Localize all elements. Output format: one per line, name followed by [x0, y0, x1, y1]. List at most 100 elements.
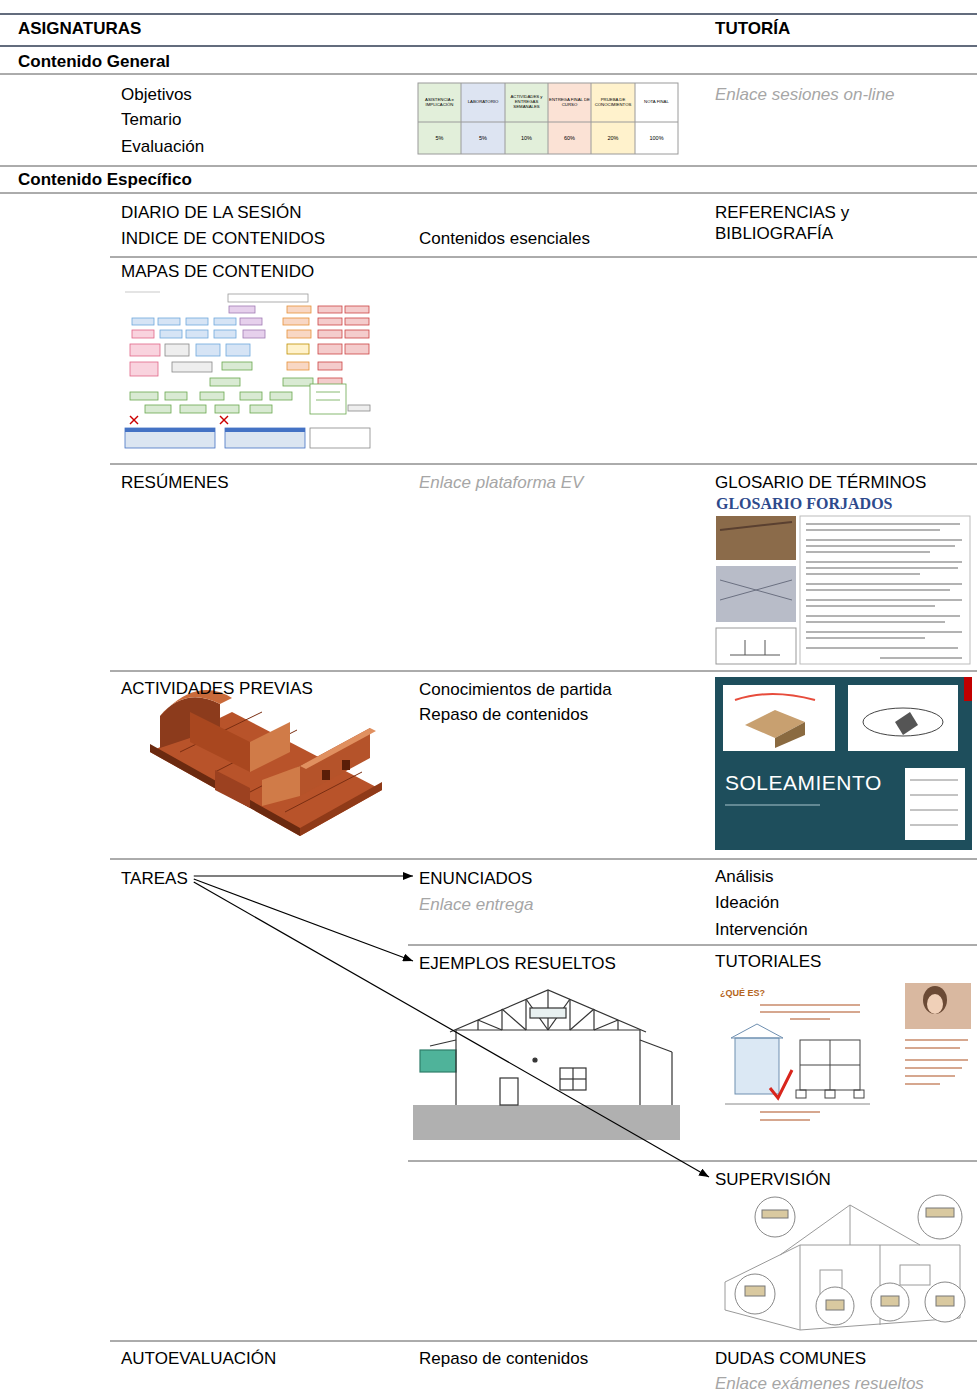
section-drawing [617, 1020, 618, 1030]
content-map [132, 318, 154, 325]
supervision-drawing [745, 1208, 954, 1310]
item-label: Temario [121, 109, 181, 130]
content-map [196, 344, 220, 356]
section-drawing [455, 1030, 456, 1105]
content-map [125, 428, 215, 448]
solar-slide [910, 780, 958, 825]
tutorial-thumbnail [796, 1090, 806, 1098]
supervision-drawing [735, 1195, 965, 1325]
section-drawing [560, 1078, 586, 1079]
table-rule [0, 193, 977, 194]
glossary-sheet [806, 637, 925, 638]
content-map [318, 330, 342, 338]
section-drawing [671, 1052, 672, 1105]
solar-slide [910, 810, 958, 811]
supervision-drawing [871, 1283, 909, 1321]
section-drawing [533, 1058, 537, 1062]
glossary-sheet [806, 583, 962, 584]
glossary-sheet [806, 589, 950, 590]
content-map [214, 330, 236, 338]
tutorial-thumbnail [825, 1090, 835, 1098]
glossary-sheet [806, 551, 930, 552]
solar-slide [910, 825, 958, 826]
tutorial-thumbnail [760, 1111, 820, 1112]
tutorial-thumbnail [905, 1059, 968, 1060]
tutorial-thumbnail [770, 1070, 792, 1098]
section-drawing [594, 1020, 618, 1030]
glossary-sheet [880, 657, 962, 658]
building-model [150, 690, 382, 836]
content-map [250, 405, 272, 413]
supervision-drawing [826, 1300, 844, 1310]
tutorial-thumbnail [905, 1047, 960, 1048]
solar-slide [775, 722, 805, 748]
item-label: GLOSARIO DE TÉRMINOS [715, 472, 926, 493]
content-map [283, 378, 313, 386]
section-drawing [526, 999, 548, 1030]
arrow-connector [194, 882, 709, 1177]
content-map [125, 292, 370, 448]
tutorial-thumbnail [731, 1024, 783, 1038]
glossary-sheet [720, 580, 792, 600]
content-map [310, 428, 370, 448]
content-map [225, 428, 305, 432]
content-map [130, 416, 138, 424]
table-rule [110, 257, 977, 258]
text-node: ENUNCIADOSEnlace entrega [415, 864, 537, 920]
grading-table [505, 83, 548, 154]
table-cell: 100% [635, 122, 678, 154]
item-label: AUTOEVALUACIÓN [121, 1348, 276, 1369]
content-map [165, 344, 189, 356]
supervision-drawing [925, 1282, 965, 1322]
grading-table [418, 83, 678, 154]
building-model [322, 770, 330, 780]
content-map [287, 344, 309, 354]
tutorial-thumbnail [923, 986, 947, 1014]
item-label: Evaluación [121, 136, 204, 157]
table-cell: 20% [591, 122, 635, 154]
glossary-sheet [806, 539, 962, 540]
content-map [214, 318, 236, 325]
content-map [180, 405, 206, 413]
solar-slide [964, 677, 972, 701]
content-map [270, 392, 292, 400]
content-map [160, 330, 182, 338]
tutorial-thumbnail [725, 983, 971, 1120]
grading-table [461, 83, 462, 154]
item-label: Repaso de contenidos [419, 704, 588, 725]
item-label: Objetivos [121, 84, 192, 105]
content-map [318, 378, 342, 386]
table-rule [0, 74, 977, 75]
building-model [262, 766, 300, 806]
table-cell: PRUEBA DE CONOCIMIENTOS [591, 83, 635, 122]
glossary-sheet [716, 566, 796, 622]
item-label: Análisis [715, 866, 774, 887]
content-map [200, 392, 224, 400]
supervision-drawing [725, 1195, 965, 1330]
content-map [318, 344, 342, 354]
grading-table [418, 83, 678, 154]
tutorial-thumbnail [905, 983, 971, 1029]
section-drawing [420, 1050, 456, 1072]
content-map [318, 306, 342, 313]
content-map [130, 344, 160, 356]
table-cell: ACTIVIDADES y ENTREGAS SEMANALES [505, 83, 548, 122]
building-model [300, 728, 376, 769]
content-map [348, 405, 370, 411]
content-map [186, 318, 208, 325]
tutorial-thumbnail [760, 1011, 860, 1012]
link-text: Enlace entrega [419, 892, 533, 918]
item-label: DIARIO DE LA SESIÓN [121, 202, 301, 223]
table-cell: ASISTENCIA e IMPLICACIÓN [418, 83, 461, 122]
section-drawing [593, 1009, 594, 1030]
glossary-sheet [806, 615, 960, 616]
table-rule [408, 1161, 977, 1162]
grading-table [591, 83, 635, 154]
item-label: TUTORIALES [715, 951, 821, 972]
content-map [158, 318, 180, 325]
item-label: RESÚMENES [121, 472, 229, 493]
content-map [287, 306, 311, 313]
glossary-sheet [806, 545, 955, 546]
section-drawing [530, 1008, 566, 1018]
content-map [222, 362, 252, 370]
